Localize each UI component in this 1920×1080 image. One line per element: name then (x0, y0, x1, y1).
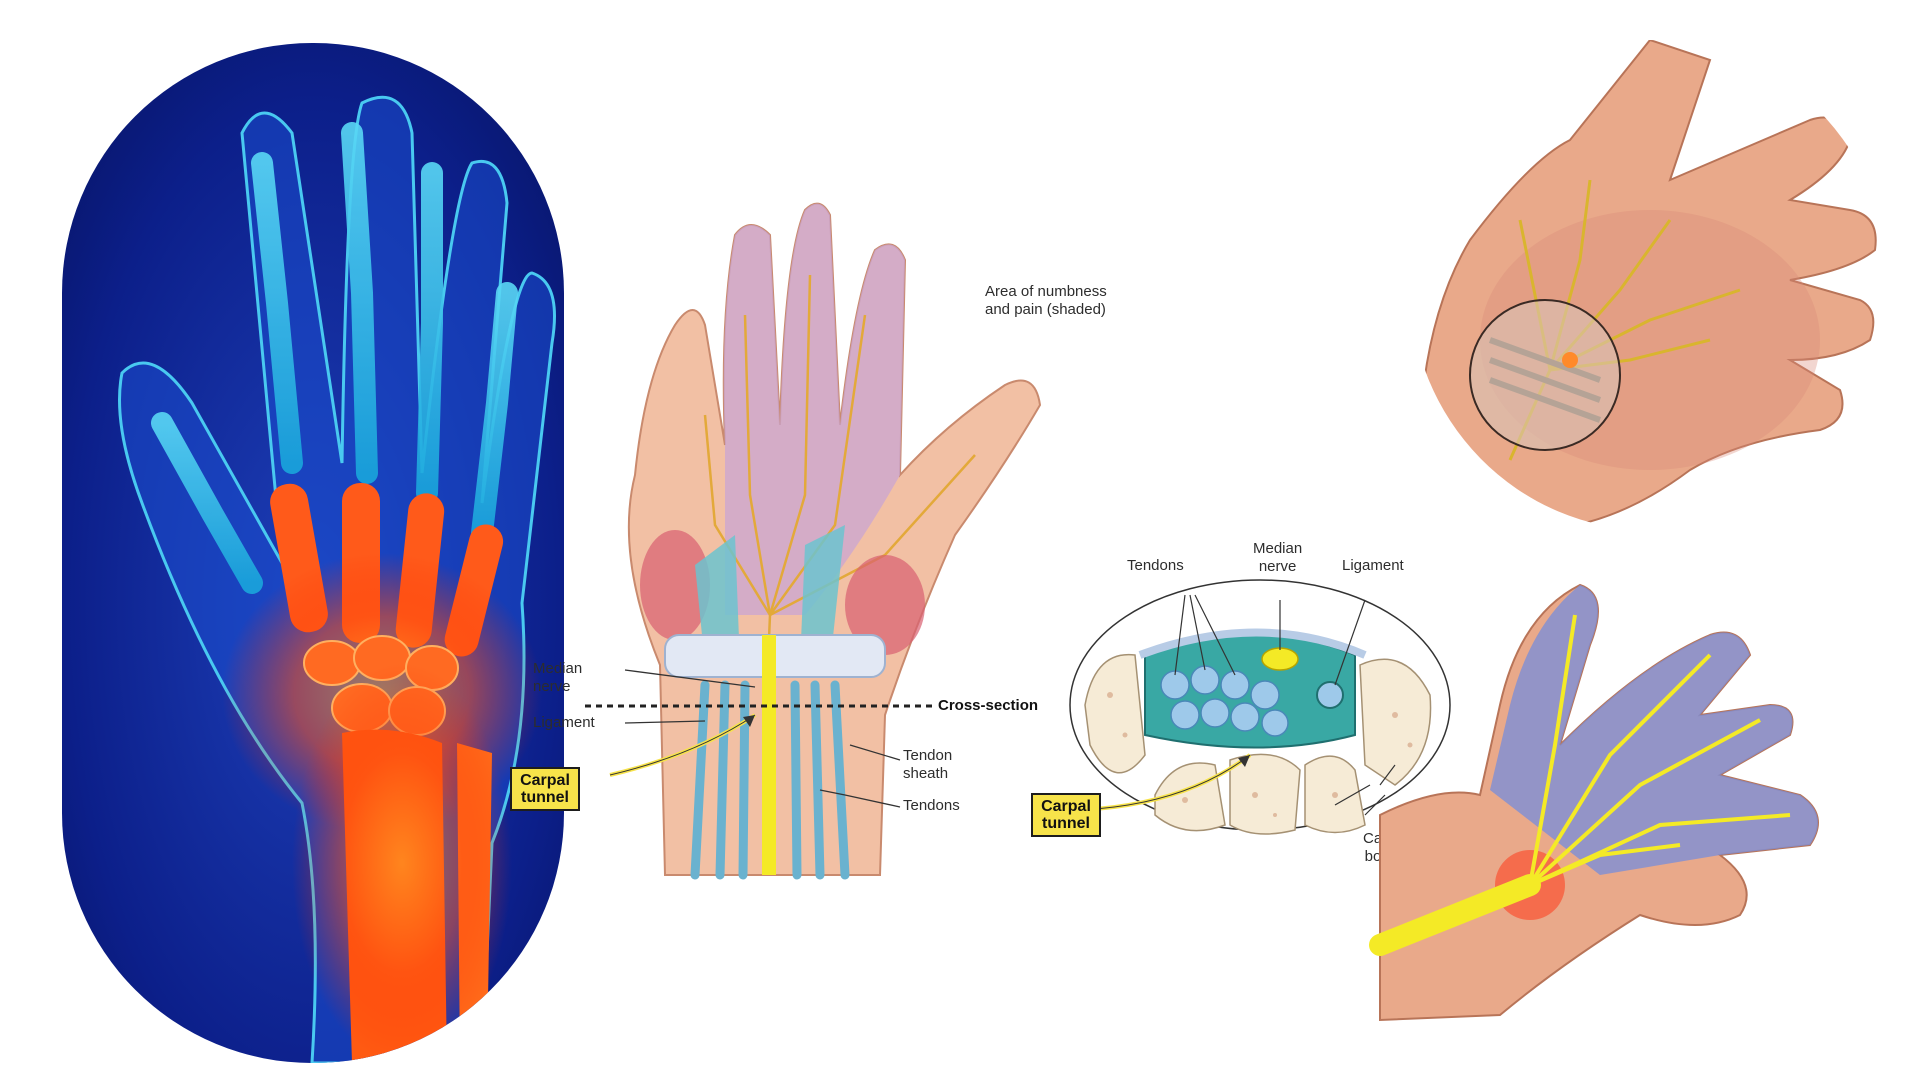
area-numbness-label-line2: and pain (shaded) (985, 301, 1106, 318)
cross-carpal-tunnel-callout: Carpal tunnel (1031, 793, 1101, 837)
cross-section-graphic (1069, 579, 1451, 835)
palm-tendons-label: Tendons (903, 797, 960, 814)
area-numbness-label: Area of numbness and pain (shaded) (985, 283, 1107, 319)
palm-median-nerve-label-line1: Median (533, 660, 583, 677)
xray-hand-illustration (62, 43, 564, 1063)
hand-magnified-graphic (1417, 40, 1877, 530)
hand-affected-area-illustration (1369, 583, 1850, 1022)
cross-median-nerve-line1: Median (1253, 540, 1303, 557)
cross-median-nerve-label: Median nerve (1253, 540, 1302, 576)
palm-median-nerve-label: Median nerve (533, 660, 582, 696)
palm-carpal-tunnel-line2: tunnel (521, 789, 569, 806)
palm-anatomy-graphic (585, 202, 1042, 880)
palm-median-nerve-label-line2: nerve (533, 678, 571, 695)
xray-hand-graphic (62, 43, 564, 1063)
tendon-sheath-label-line1: Tendon (903, 747, 953, 764)
cross-ligament-label: Ligament (1342, 557, 1404, 574)
tendon-sheath-label-line2: sheath (903, 765, 949, 782)
cross-median-nerve-line2: nerve (1258, 558, 1297, 575)
cross-carpal-tunnel-line1: Carpal (1041, 798, 1091, 815)
palm-carpal-tunnel-line1: Carpal (520, 772, 570, 789)
hand-affected-area-graphic (1369, 583, 1819, 1022)
hand-magnified-nerve-illustration (1410, 40, 1890, 530)
palm-anatomy-diagram: Area of numbness and pain (shaded) Media… (510, 195, 1107, 880)
cross-section-label: Cross-section (938, 697, 1039, 714)
area-numbness-label-line1: Area of numbness (985, 283, 1107, 300)
cross-carpal-tunnel-line2: tunnel (1042, 815, 1090, 832)
palm-ligament-label: Ligament (533, 714, 595, 731)
cross-tendons-label: Tendons (1127, 557, 1184, 574)
palm-carpal-tunnel-callout: Carpal tunnel (510, 767, 580, 811)
tendon-sheath-label: Tendon sheath (903, 747, 952, 783)
